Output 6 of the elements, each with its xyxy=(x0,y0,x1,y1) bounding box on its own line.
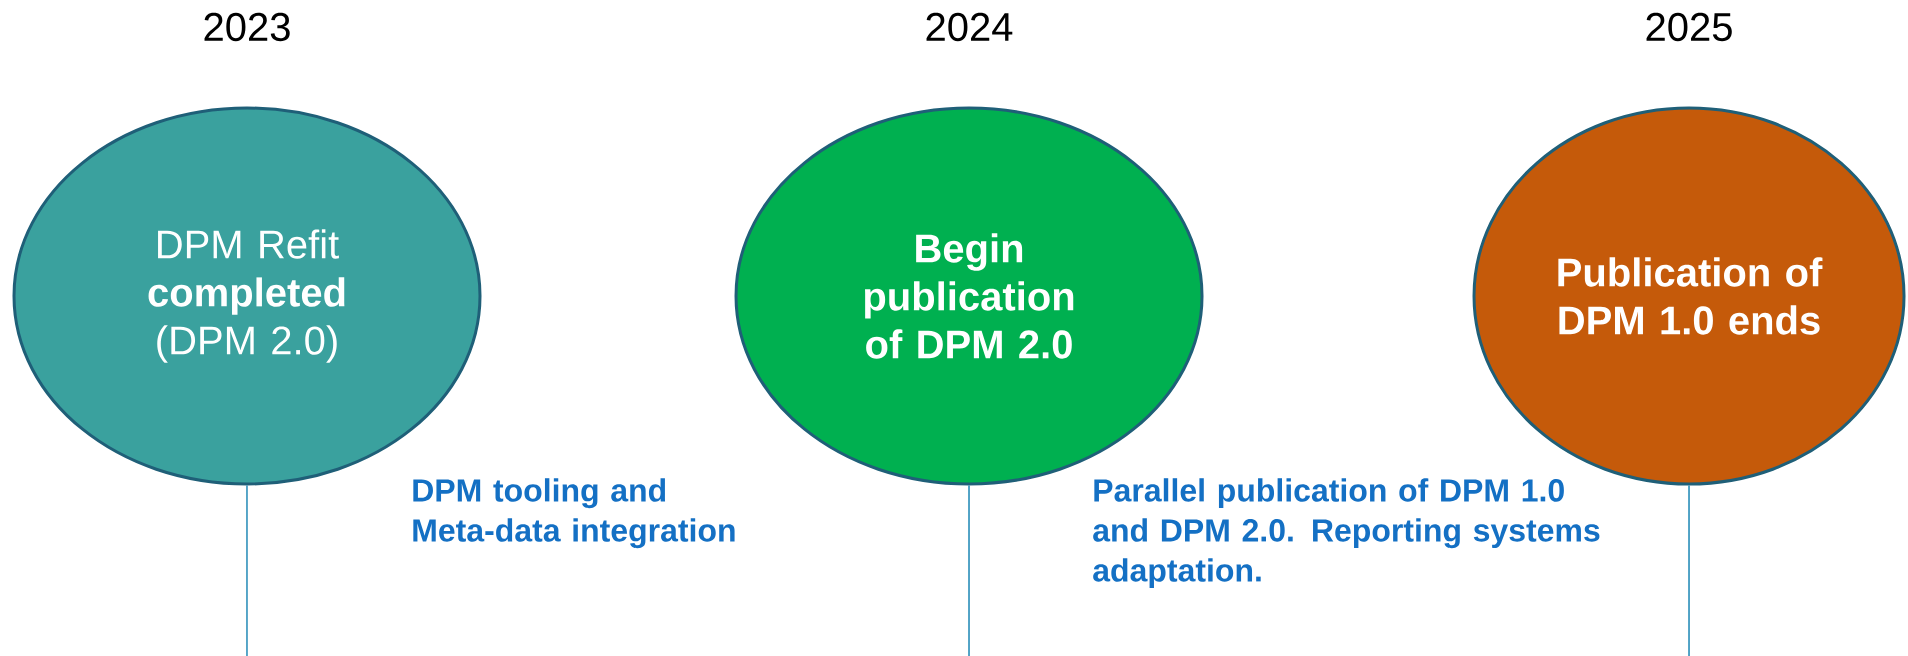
timeline-line xyxy=(968,484,970,656)
year-label: 2025 xyxy=(1646,12,1732,42)
timeline-line xyxy=(1688,484,1690,656)
year-label: 2023 xyxy=(204,12,290,42)
timeline-line xyxy=(246,484,248,656)
year-label: 2024 xyxy=(926,12,1013,42)
